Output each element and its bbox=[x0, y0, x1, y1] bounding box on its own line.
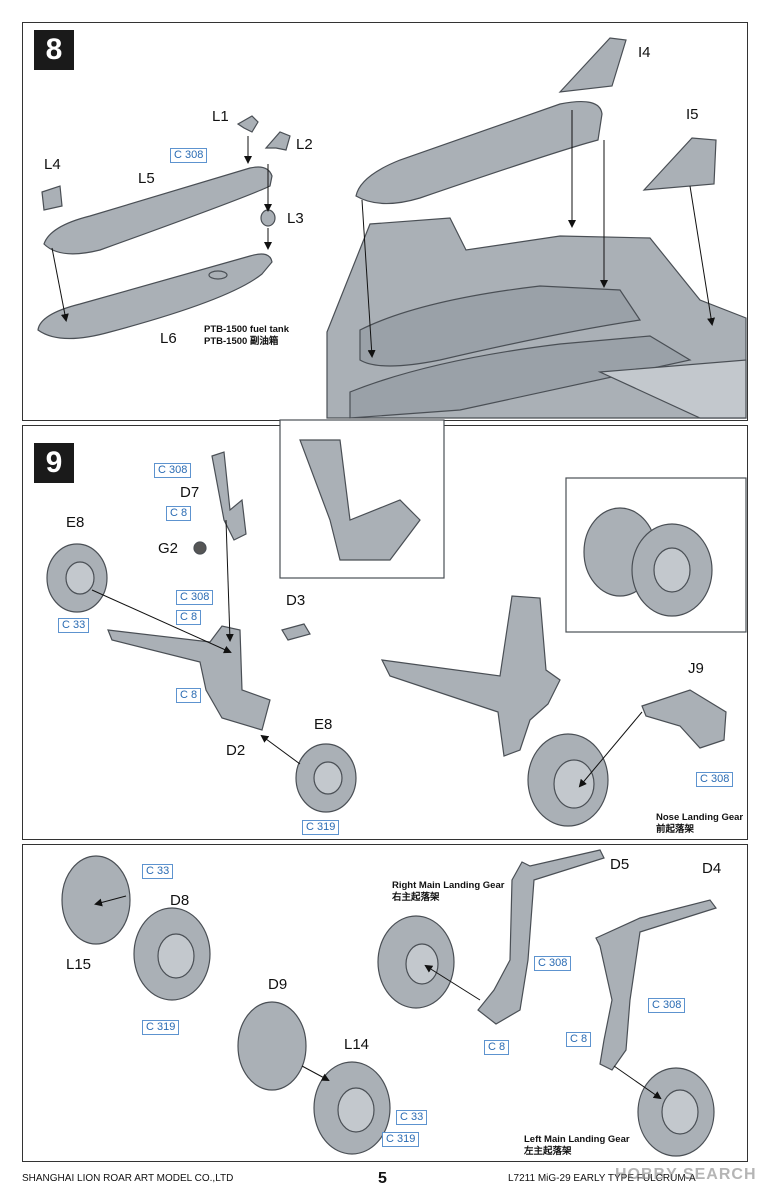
label-l6: L6 bbox=[160, 330, 177, 347]
footer-product: L7211 MiG-29 EARLY TYPE FULCRUM-A bbox=[508, 1173, 696, 1184]
part-l1 bbox=[236, 115, 259, 133]
label-j9: J9 bbox=[688, 660, 704, 677]
label-d9: D9 bbox=[268, 976, 288, 993]
fuel-tank-note-cn: PTB-1500 副油箱 bbox=[204, 336, 279, 347]
label-e8-left: E8 bbox=[66, 514, 85, 531]
label-l5: L5 bbox=[138, 170, 155, 187]
code-c308-d7: C 308 bbox=[154, 463, 192, 478]
step-8-badge: 8 bbox=[34, 30, 74, 70]
part-d9 bbox=[237, 1001, 307, 1091]
code-c319-e8: C 319 bbox=[302, 820, 340, 835]
label-d8: D8 bbox=[170, 892, 190, 909]
part-l3 bbox=[260, 209, 276, 227]
part-i5 bbox=[642, 137, 717, 191]
part-d3 bbox=[281, 623, 311, 641]
code-c308-right: C 308 bbox=[534, 956, 572, 971]
part-l5 bbox=[43, 166, 273, 255]
part-d5 bbox=[477, 849, 605, 1025]
part-l2 bbox=[264, 131, 291, 151]
label-l2: L2 bbox=[296, 136, 313, 153]
code-c8-left: C 8 bbox=[566, 1032, 592, 1047]
code-c319-d8: C 319 bbox=[142, 1020, 180, 1035]
code-c308-left: C 308 bbox=[648, 998, 686, 1013]
nose-gear-note-cn: 前起落架 bbox=[656, 824, 695, 835]
nose-gear-assembled bbox=[380, 595, 561, 757]
label-i4: I4 bbox=[638, 44, 651, 61]
label-l4: L4 bbox=[44, 156, 61, 173]
nose-gear-note-en: Nose Landing Gear bbox=[656, 812, 744, 823]
left-gear-note-en: Left Main Landing Gear bbox=[524, 1134, 630, 1145]
right-gear-note-cn: 右主起落架 bbox=[392, 892, 440, 903]
left-gear-note-cn: 左主起落架 bbox=[524, 1146, 572, 1157]
fuel-tank-note-en: PTB-1500 fuel tank bbox=[204, 324, 289, 335]
code-c8-right: C 8 bbox=[484, 1040, 510, 1055]
page-number: 5 bbox=[378, 1170, 387, 1187]
part-l4 bbox=[41, 185, 63, 211]
label-d7: D7 bbox=[180, 484, 200, 501]
code-c308-j9: C 308 bbox=[696, 772, 734, 787]
part-l15 bbox=[61, 855, 131, 945]
assembled-tank bbox=[355, 101, 603, 205]
step-9-badge: 9 bbox=[34, 443, 74, 483]
footer-company: SHANGHAI LION ROAR ART MODEL CO.,LTD bbox=[22, 1173, 234, 1184]
label-d4: D4 bbox=[702, 860, 722, 877]
code-c33-l14: C 33 bbox=[396, 1110, 428, 1125]
code-c8-d7: C 8 bbox=[166, 506, 192, 521]
part-i4 bbox=[558, 37, 627, 93]
part-d4 bbox=[595, 899, 717, 1071]
label-g2: G2 bbox=[158, 540, 179, 557]
label-l15: L15 bbox=[66, 956, 92, 973]
part-g2 bbox=[193, 541, 207, 555]
code-c308-leg: C 308 bbox=[176, 590, 214, 605]
code-c308-step8: C 308 bbox=[170, 148, 208, 163]
part-j9 bbox=[641, 689, 727, 749]
label-d3: D3 bbox=[286, 592, 306, 609]
label-i5: I5 bbox=[686, 106, 699, 123]
code-c319-l14: C 319 bbox=[382, 1132, 420, 1147]
code-c33-e8: C 33 bbox=[58, 618, 90, 633]
right-gear-note-en: Right Main Landing Gear bbox=[392, 880, 505, 891]
code-c8-leg: C 8 bbox=[176, 610, 202, 625]
watermark: HOBBY SEARCH bbox=[615, 1166, 757, 1183]
label-d2: D2 bbox=[226, 742, 246, 759]
nose-gear-leg-left bbox=[107, 625, 271, 731]
label-d5: D5 bbox=[610, 856, 630, 873]
label-l14: L14 bbox=[344, 1036, 370, 1053]
code-c8-leg-lower: C 8 bbox=[176, 688, 202, 703]
code-c33-l15: C 33 bbox=[142, 864, 174, 879]
label-l1: L1 bbox=[212, 108, 229, 125]
label-l3: L3 bbox=[287, 210, 304, 227]
part-d7 bbox=[211, 451, 247, 541]
wheels-panel bbox=[22, 844, 748, 1162]
label-e8-bottom: E8 bbox=[314, 716, 333, 733]
